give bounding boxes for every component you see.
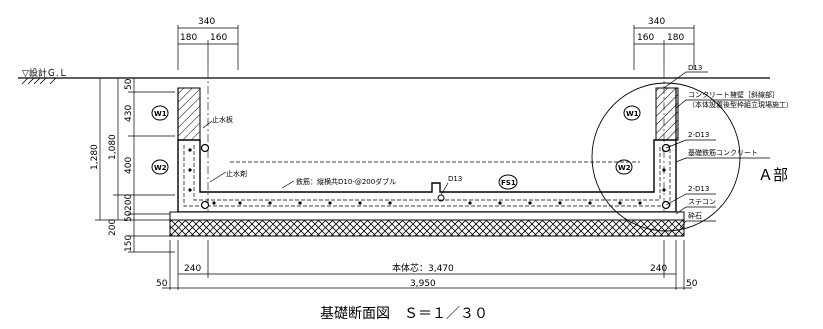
top-dim-left-total: 340 (198, 17, 215, 27)
dim-200-upper: 200 (124, 194, 134, 211)
callout-d13-top: D13 (688, 64, 702, 72)
dim-200-lower: 200 (108, 219, 118, 236)
gravel-base (169, 219, 685, 237)
centre-lines (207, 70, 665, 222)
note-d13-mid: D13 (448, 175, 462, 183)
note-waterstop-bead: 止水剤 (226, 169, 247, 178)
retaining-wall-left (177, 87, 201, 141)
dim-bottom-total: 3,950 (410, 279, 436, 289)
label-w2-left: W2 (154, 164, 167, 172)
dim-bottom-left-240: 240 (184, 264, 201, 274)
top-dimension-left (177, 25, 239, 70)
callout-2d13-top: 2-D13 (688, 131, 709, 139)
foundation-body (177, 139, 677, 213)
dim-150: 150 (124, 235, 134, 252)
label-w1-left: W1 (154, 110, 167, 118)
detail-circle-a (591, 82, 741, 232)
callout-section-a: Ａ部 (758, 166, 788, 184)
dim-1080: 1,080 (108, 134, 118, 160)
top-dim-left-b: 160 (210, 33, 227, 43)
rebar-dots (188, 148, 666, 205)
ground-level-label: ▽設計Ｇ.Ｌ (22, 67, 68, 79)
label-w1-right: W1 (626, 110, 639, 118)
top-dim-right-total: 340 (648, 17, 665, 27)
callout-gravel: 砕石 (688, 211, 702, 220)
dim-430: 430 (124, 105, 134, 122)
rebar-lines (183, 145, 671, 207)
d13-bar-left-bottom (200, 200, 210, 210)
leveling-concrete (169, 211, 685, 221)
callout-concrete-wall-2: （本体設置後型枠組立現場施工） (688, 100, 793, 109)
note-waterstop-board: 止水板 (212, 115, 233, 124)
label-fs1: FS1 (501, 179, 516, 187)
callout-base-rebar-concrete: 基礎鉄筋コンクリート (688, 148, 758, 157)
dim-bottom-left-50: 50 (156, 279, 168, 289)
retaining-wall-right (655, 87, 679, 141)
note-rebar-spec: 鉄筋：縦横共D10-@200ダブル (296, 177, 396, 186)
callout-concrete-wall-1: コンクリート擁壁［斜線部］ (688, 90, 779, 99)
label-w2-right: W2 (618, 164, 631, 172)
top-dim-right-a: 160 (637, 33, 654, 43)
dim-bottom-right-50: 50 (686, 279, 698, 289)
drawing-title: 基礎断面図 Ｓ＝１／３０ (320, 305, 488, 322)
top-dimension-right (633, 25, 695, 70)
bottom-dimensions (162, 240, 692, 290)
callout-stecon: ステコン (688, 198, 716, 206)
dim-bottom-body-centre: 本体芯：3,470 (392, 262, 454, 274)
member-marks (151, 105, 641, 190)
callout-2d13-bottom: 2-D13 (688, 185, 709, 193)
dim-400: 400 (124, 157, 134, 174)
top-dim-right-b: 180 (667, 33, 684, 43)
top-dim-left-a: 180 (180, 33, 197, 43)
dim-50-top: 50 (124, 78, 134, 90)
d13-bar-left-top (200, 143, 210, 153)
left-dimension-chain (95, 77, 175, 253)
dim-bottom-right-240: 240 (650, 264, 667, 274)
callout-leaders (663, 71, 770, 229)
dim-50-lower: 50 (124, 210, 134, 222)
dim-1280: 1,280 (90, 144, 100, 170)
